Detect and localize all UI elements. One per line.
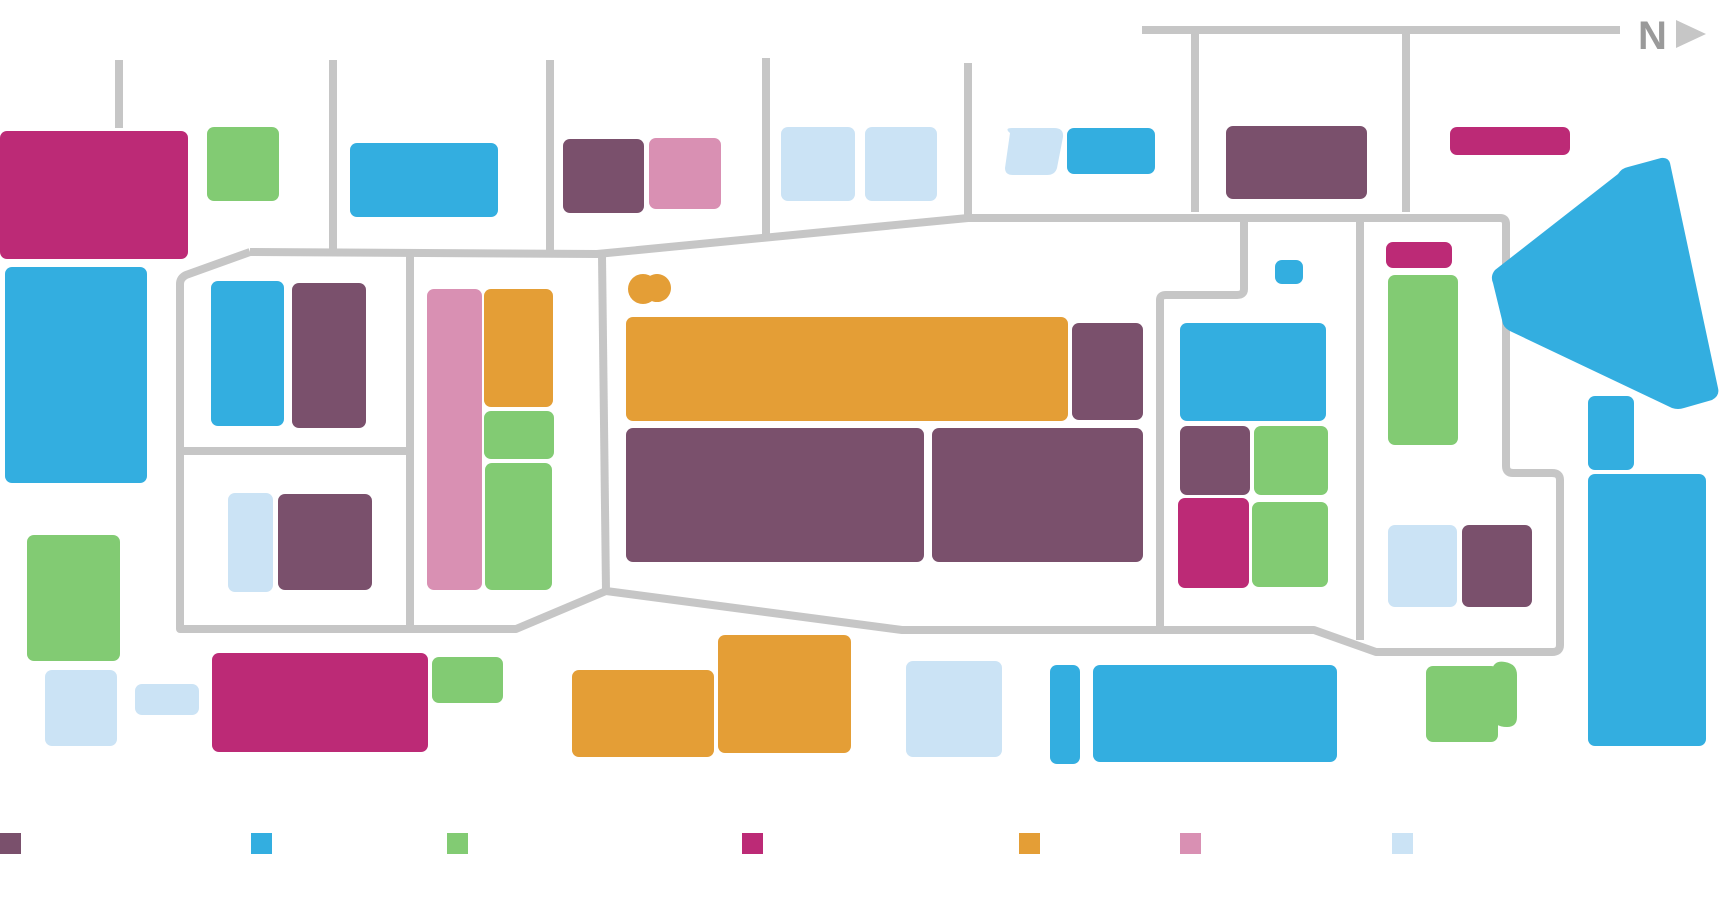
road-13 <box>598 255 610 592</box>
road-9 <box>249 214 1564 656</box>
green-block-44 <box>1426 666 1498 742</box>
green-block-34 <box>1388 275 1458 445</box>
legend-swatch-green <box>447 833 468 854</box>
blue-block-43 <box>1093 665 1337 762</box>
legend-swatch-pink <box>1180 833 1201 854</box>
green-block-31 <box>1252 502 1328 587</box>
blue-block-42 <box>1050 665 1080 764</box>
blue-block-32 <box>1275 260 1303 284</box>
blue-block-irregular <box>1491 157 1719 409</box>
purple-block-18 <box>278 494 372 590</box>
orange-block-40 <box>718 635 851 753</box>
compass-letter: N <box>1638 14 1667 58</box>
blue-block-46 <box>1588 474 1706 746</box>
purple-block-36 <box>1462 525 1532 607</box>
lightblue-block-10 <box>781 127 855 201</box>
road-network <box>115 26 1620 656</box>
orange-block-20 <box>484 289 553 407</box>
purple-block-24 <box>1072 323 1143 420</box>
blue-block-45 <box>1588 396 1634 470</box>
orange-block-23 <box>626 317 1068 421</box>
purple-block-16 <box>292 283 366 428</box>
green-block-29 <box>1254 426 1328 495</box>
magenta-block-30 <box>1178 498 1249 588</box>
pink-block-9 <box>649 138 721 209</box>
green-block-small <box>1492 661 1517 727</box>
green-block-21 <box>484 411 554 459</box>
magenta-block-37 <box>212 653 428 752</box>
legend-swatch-magenta <box>742 833 763 854</box>
magenta-block-14 <box>1450 127 1570 155</box>
lightblue-block-5 <box>135 684 199 715</box>
lightblue-block-4 <box>45 670 117 746</box>
lightblue-block-35 <box>1388 525 1457 607</box>
lightblue-block-11 <box>865 127 937 201</box>
blue-block-27 <box>1180 323 1326 421</box>
magenta-block-33 <box>1386 242 1452 268</box>
lightblue-block-irregular <box>1005 128 1064 175</box>
compass: N <box>1638 14 1706 58</box>
map-legend <box>0 833 1413 854</box>
purple-block-25 <box>626 428 924 562</box>
legend-swatch-lightblue <box>1392 833 1413 854</box>
green-block-38 <box>432 657 503 703</box>
lightblue-block-17 <box>228 493 273 592</box>
green-block-6 <box>207 127 279 201</box>
map-blocks <box>0 126 1719 764</box>
legend-swatch-blue <box>251 833 272 854</box>
legend-swatch-orange <box>1019 833 1040 854</box>
north-arrow-icon <box>1676 20 1706 48</box>
lightblue-block-41 <box>906 661 1002 757</box>
purple-block-8 <box>563 139 644 213</box>
magenta-block-1 <box>0 131 188 259</box>
green-block-22 <box>485 463 552 590</box>
purple-block-28 <box>1180 426 1250 495</box>
purple-block-26 <box>932 428 1143 562</box>
blue-block-15 <box>211 281 284 426</box>
blue-block-12 <box>1067 128 1155 174</box>
green-block-3 <box>27 535 120 661</box>
purple-block-13 <box>1226 126 1367 199</box>
orange-block-39 <box>572 670 714 757</box>
blue-block-2 <box>5 267 147 483</box>
legend-swatch-purple <box>0 833 21 854</box>
blue-block-7 <box>350 143 498 217</box>
orange-circle-block <box>628 274 658 304</box>
pink-block-19 <box>427 289 482 590</box>
road-10 <box>176 248 1314 634</box>
